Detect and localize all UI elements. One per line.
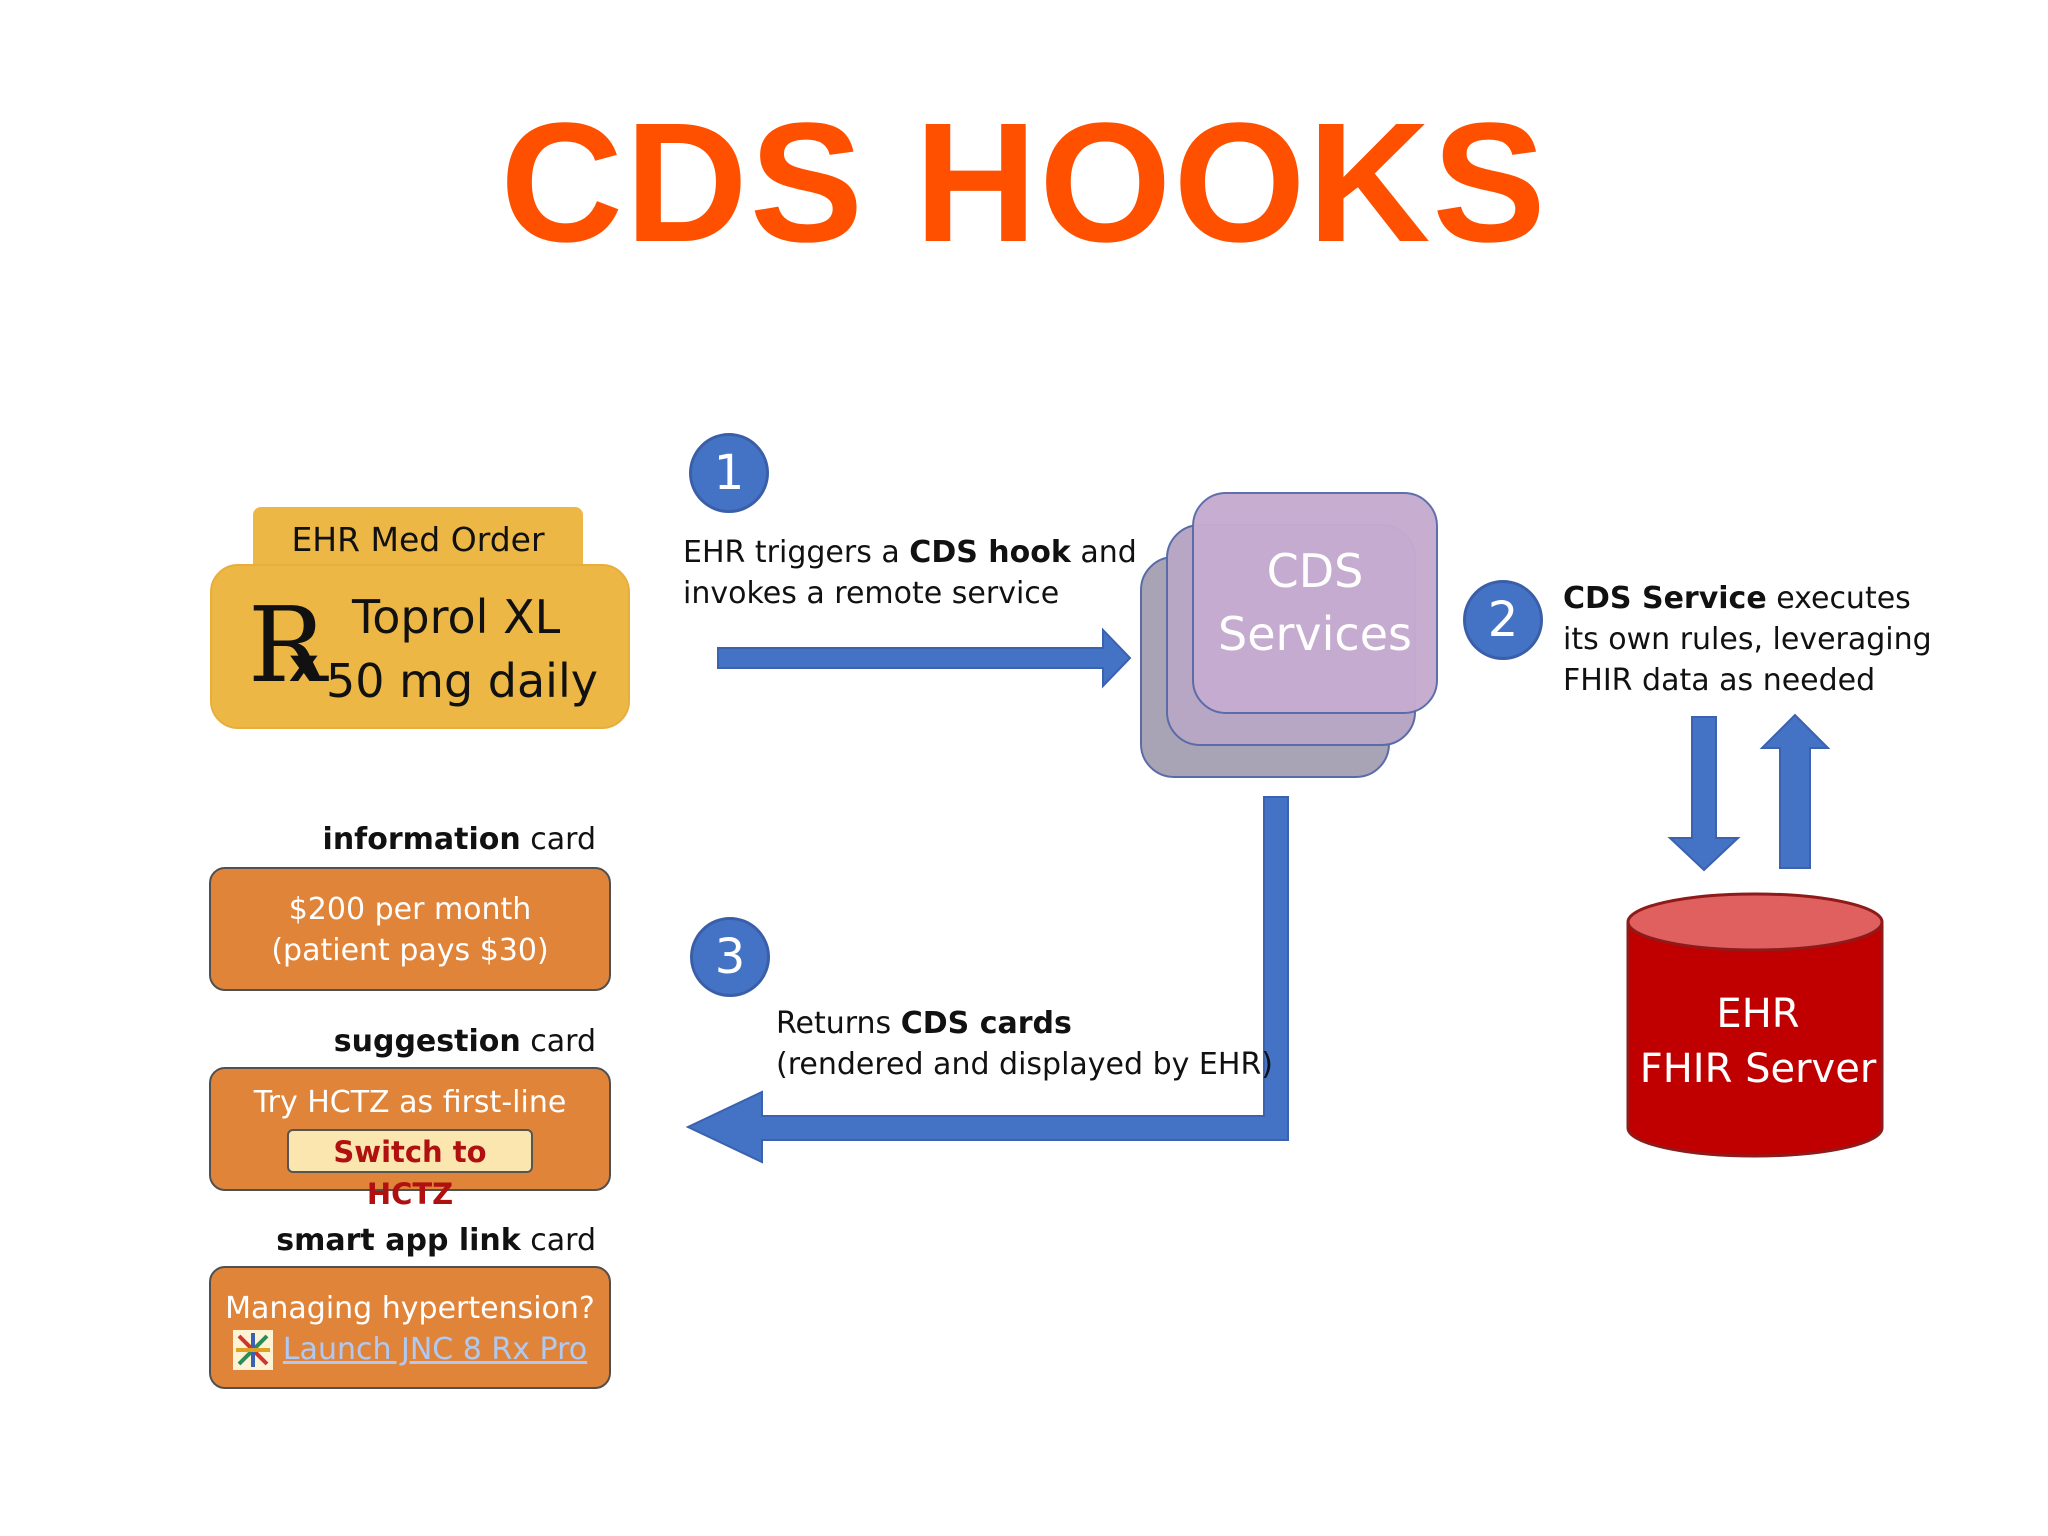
database-icon	[1626, 892, 1884, 1158]
drug-name: Toprol XL	[352, 590, 561, 644]
suggestion-card: Try HCTZ as first-line Switch to HCTZ	[209, 1067, 611, 1211]
step-2-description: CDS Service executes its own rules, leve…	[1563, 581, 1932, 698]
drug-dose: 50 mg daily	[326, 654, 598, 708]
arrow-ehr-to-cds	[717, 627, 1132, 689]
information-card-heading: information card	[322, 822, 596, 857]
information-card: $200 per month (patient pays $30)	[209, 867, 611, 991]
rx-suffix: x	[289, 638, 319, 692]
information-card-line-1: $200 per month	[288, 892, 532, 927]
smart-app-link-card-heading: smart app link card	[276, 1223, 596, 1258]
suggestion-card-heading: suggestion card	[333, 1024, 596, 1059]
cds-services-label: CDS Services	[1218, 544, 1412, 661]
rx-symbol: R	[248, 584, 327, 706]
smart-app-card-text: Managing hypertension?	[225, 1291, 595, 1326]
smart-app-link-card: Managing hypertension? Launch JNC 8 Rx P…	[209, 1266, 611, 1389]
launch-app-link[interactable]: Launch JNC 8 Rx Pro	[282, 1332, 588, 1367]
information-card-line-2: (patient pays $30)	[271, 933, 549, 968]
arrow-cds-to-db	[1667, 716, 1741, 872]
step-3-badge: 3	[690, 917, 770, 997]
med-order-box	[210, 564, 630, 729]
switch-to-hctz-button[interactable]: Switch to HCTZ	[287, 1129, 533, 1211]
step-2-badge: 2	[1463, 580, 1543, 660]
database-label: EHR FHIR Server	[1639, 991, 1877, 1092]
arrow-cds-to-cards	[685, 796, 1289, 1164]
app-logo-icon	[232, 1329, 273, 1370]
step-1-description: EHR triggers a CDS hook and invokes a re…	[683, 535, 1137, 611]
page-title: CDS HOOKS	[500, 88, 1548, 278]
suggestion-card-text: Try HCTZ as first-line	[253, 1085, 567, 1120]
cds-services-layer-front	[1192, 492, 1438, 714]
step-1-badge: 1	[689, 433, 769, 513]
arrow-db-to-cds	[1759, 713, 1831, 869]
step-3-description: Returns CDS cards (rendered and displaye…	[776, 1006, 1273, 1082]
